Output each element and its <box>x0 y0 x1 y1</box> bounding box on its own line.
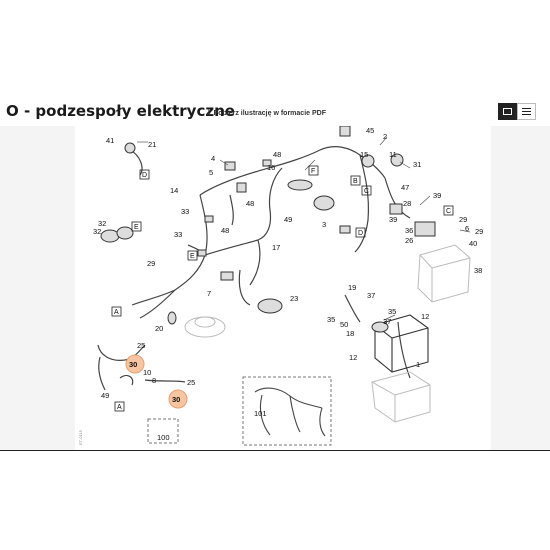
part-label-28[interactable]: 28 <box>403 199 411 208</box>
part-label-14[interactable]: 14 <box>170 186 178 195</box>
part-label-17[interactable]: 17 <box>272 243 280 252</box>
part-label-3[interactable]: 3 <box>322 220 326 229</box>
part-label-25-a[interactable]: 25 <box>137 341 145 350</box>
part-label-4[interactable]: 4 <box>211 154 215 163</box>
part-label-6[interactable]: 6 <box>465 224 469 233</box>
letter-label-e-1: E <box>134 224 139 231</box>
letter-label-e-2: E <box>190 253 195 260</box>
page-title: O - podzespoły elektryczne <box>6 102 235 120</box>
letter-label-d-1: D <box>142 172 147 179</box>
part-label-33-b[interactable]: 33 <box>174 230 182 239</box>
part-label-39-b[interactable]: 39 <box>389 215 397 224</box>
part-label-21[interactable]: 21 <box>148 140 156 149</box>
part-label-2[interactable]: 2 <box>383 132 387 141</box>
letter-label-a-2: A <box>117 404 122 411</box>
detail-harness <box>254 387 326 437</box>
part-label-48-a[interactable]: 48 <box>273 150 281 159</box>
side-code: ET-0115 <box>78 429 83 445</box>
part-label-40[interactable]: 40 <box>469 239 477 248</box>
part-label-33-a[interactable]: 33 <box>181 207 189 216</box>
letter-label-d-2: D <box>358 230 363 237</box>
part-label-19[interactable]: 19 <box>348 283 356 292</box>
part-label-35-a[interactable]: 35 <box>327 315 335 324</box>
side-margin-left <box>0 126 75 450</box>
download-pdf-label: Pobierz ilustrację w formacie PDF <box>213 110 326 117</box>
letter-label-b: B <box>353 178 358 185</box>
part-label-31[interactable]: 31 <box>413 160 421 169</box>
part-label-8[interactable]: 8 <box>152 376 156 385</box>
part-label-23[interactable]: 23 <box>290 294 298 303</box>
image-icon <box>503 108 512 115</box>
part-label-50[interactable]: 50 <box>340 320 348 329</box>
part-label-15[interactable]: 15 <box>360 150 368 159</box>
part-label-1[interactable]: 1 <box>416 360 420 369</box>
highlight-circle-30-a[interactable] <box>125 354 145 374</box>
bottom-divider <box>0 450 550 451</box>
part-label-41[interactable]: 41 <box>106 136 114 145</box>
part-label-12-a[interactable]: 12 <box>421 312 429 321</box>
part-labels: 41 21 4 5 14 33 33 32 32 29 48 48 48 16 … <box>93 126 483 442</box>
part-label-5[interactable]: 5 <box>209 168 213 177</box>
page-header: O - podzespoły elektryczne ⤓Pobierz ilus… <box>0 96 550 126</box>
detail-box <box>242 376 332 446</box>
wiring-harness <box>97 146 411 391</box>
list-icon <box>522 108 531 115</box>
part-label-47[interactable]: 47 <box>401 183 409 192</box>
part-label-7[interactable]: 7 <box>207 289 211 298</box>
part-label-35-b[interactable]: 35 <box>388 307 396 316</box>
part-label-18[interactable]: 18 <box>346 329 354 338</box>
leader-lines <box>137 136 471 321</box>
diagram-panel: 41 21 4 5 14 33 33 32 32 29 48 48 48 16 … <box>75 125 491 450</box>
part-label-37-a[interactable]: 37 <box>367 291 375 300</box>
image-view-button[interactable] <box>498 103 517 120</box>
detail-box-100 <box>147 418 179 444</box>
part-label-16[interactable]: 16 <box>267 163 275 172</box>
part-label-48-c[interactable]: 48 <box>221 226 229 235</box>
components <box>100 125 436 333</box>
part-label-20[interactable]: 20 <box>155 324 163 333</box>
part-label-48-b[interactable]: 48 <box>246 199 254 208</box>
part-label-29-a[interactable]: 29 <box>147 259 155 268</box>
part-label-29-c[interactable]: 29 <box>475 227 483 236</box>
battery-tray <box>371 371 431 423</box>
part-label-32-a[interactable]: 32 <box>98 219 106 228</box>
exploded-parts-diagram: 41 21 4 5 14 33 33 32 32 29 48 48 48 16 … <box>78 125 483 446</box>
part-label-49[interactable]: 49 <box>284 215 292 224</box>
letter-labels: D F B C E E A A C D <box>111 165 454 412</box>
download-icon: ⤓ <box>207 108 211 117</box>
part-label-36[interactable]: 36 <box>405 226 413 235</box>
part-label-37-b[interactable]: 37 <box>383 317 391 326</box>
part-label-30-a[interactable]: 30 <box>129 360 137 369</box>
highlight-circle-30-b[interactable] <box>168 389 188 409</box>
letter-label-c-1: C <box>364 188 369 195</box>
part-label-100[interactable]: 100 <box>157 433 170 442</box>
part-label-25-b[interactable]: 25 <box>187 378 195 387</box>
part-label-32-b[interactable]: 32 <box>93 227 101 236</box>
download-pdf-link[interactable]: ⤓Pobierz ilustrację w formacie PDF <box>207 108 326 118</box>
view-toggle <box>498 103 536 120</box>
letter-label-c-2: C <box>446 208 451 215</box>
letter-label-f: F <box>311 168 315 175</box>
list-view-button[interactable] <box>517 103 536 120</box>
part-label-38[interactable]: 38 <box>474 266 482 275</box>
part-label-10[interactable]: 10 <box>143 368 151 377</box>
part-label-45[interactable]: 45 <box>366 126 374 135</box>
part-label-39-a[interactable]: 39 <box>433 191 441 200</box>
part-label-12-b[interactable]: 12 <box>349 353 357 362</box>
part-label-29-b[interactable]: 29 <box>459 215 467 224</box>
part-label-26[interactable]: 26 <box>405 236 413 245</box>
mount-plate <box>184 316 226 338</box>
part-label-30-b[interactable]: 30 <box>172 395 180 404</box>
part-label-101[interactable]: 101 <box>254 409 267 418</box>
part-label-11[interactable]: 11 <box>389 150 397 159</box>
side-margin-right <box>491 126 550 450</box>
part-label-49-b[interactable]: 49 <box>101 391 109 400</box>
letter-label-a-1: A <box>114 309 119 316</box>
control-box-housing <box>417 244 471 303</box>
